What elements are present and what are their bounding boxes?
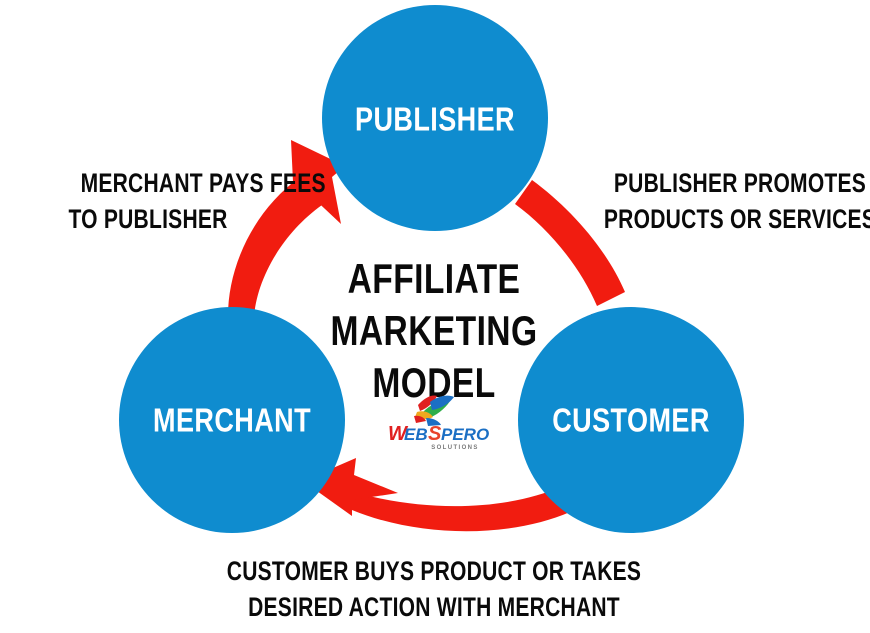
webspero-logo: W EB S PERO SOLUTIONS [388,395,489,451]
logo-segment-pero: PERO [441,425,489,444]
logo-tagline: SOLUTIONS [431,445,479,451]
node-merchant[interactable]: MERCHANT [119,307,345,533]
caption-publisher-promotes-line-2: PRODUCTS OR SERVICES [604,205,870,235]
publisher-label: PUBLISHER [355,102,515,138]
customer-label: CUSTOMER [552,403,710,439]
customer-circle[interactable] [518,307,744,533]
hummingbird-icon [414,395,454,426]
merchant-circle[interactable] [119,307,345,533]
caption-customer-buys-product-line-1: CUSTOMER BUYS PRODUCT OR TAKES [227,557,641,587]
node-publisher[interactable]: PUBLISHER [322,5,548,231]
caption-publisher-promotes: PUBLISHER PROMOTES PRODUCTS OR SERVICES [604,169,870,235]
logo-segment-s: S [428,423,442,445]
caption-merchant-pays-fees-line-1: MERCHANT PAYS FEES [81,169,326,199]
center-title: AFFILIATE MARKETING MODEL [331,257,538,407]
logo-segment-eb: EB [404,425,428,444]
arrow-merchant-to-publisher [228,140,345,318]
center-title-line-1: AFFILIATE [348,257,521,303]
caption-merchant-pays-fees: MERCHANT PAYS FEES TO PUBLISHER [68,169,325,235]
merchant-label: MERCHANT [153,403,311,439]
caption-customer-buys-product: CUSTOMER BUYS PRODUCT OR TAKES DESIRED A… [227,557,641,623]
caption-publisher-promotes-line-1: PUBLISHER PROMOTES [614,169,866,199]
logo-segment-w: W [388,423,409,445]
caption-customer-buys-product-line-2: DESIRED ACTION WITH MERCHANT [248,593,620,623]
caption-merchant-pays-fees-line-2: TO PUBLISHER [68,205,227,235]
center-title-line-2: MARKETING [331,309,538,355]
publisher-circle[interactable] [322,5,548,231]
node-customer[interactable]: CUSTOMER [518,307,744,533]
